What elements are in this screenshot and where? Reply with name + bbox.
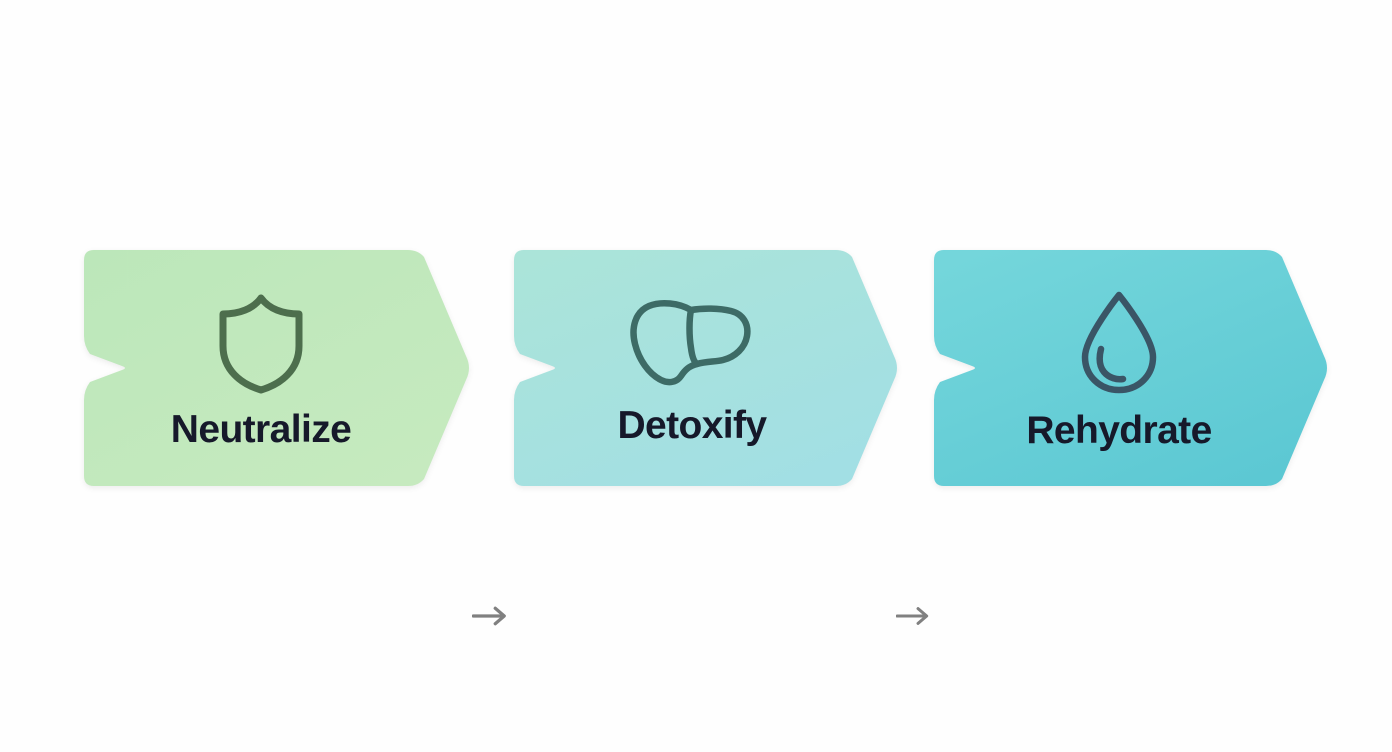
- chevron-shape-rehydrate: [934, 250, 1327, 486]
- step-content-detoxify: Detoxify: [508, 248, 900, 488]
- step-label-rehydrate: Rehydrate: [1026, 408, 1212, 452]
- arrow-right-icon: [896, 607, 929, 625]
- water-drop-icon: [1081, 291, 1157, 393]
- process-step-detoxify[interactable]: Detoxify: [508, 248, 900, 488]
- liver-icon: [630, 299, 751, 385]
- step-label-neutralize: Neutralize: [170, 407, 352, 451]
- process-step-rehydrate[interactable]: Rehydrate: [928, 248, 1330, 488]
- step-content-neutralize: Neutralize: [78, 248, 472, 488]
- connector-arrow-1: [472, 496, 512, 736]
- chevron-shape-detoxify: [514, 250, 897, 486]
- step-label-detoxify: Detoxify: [617, 403, 767, 447]
- arrow-right-icon: [472, 606, 506, 626]
- process-step-neutralize[interactable]: Neutralize: [78, 248, 472, 488]
- shield-icon: [219, 294, 303, 393]
- process-flow-row: Neutralize: [0, 248, 1392, 626]
- connector-arrow-2: [896, 496, 934, 736]
- step-content-rehydrate: Rehydrate: [928, 248, 1330, 488]
- chevron-shape-neutralize: [84, 250, 469, 486]
